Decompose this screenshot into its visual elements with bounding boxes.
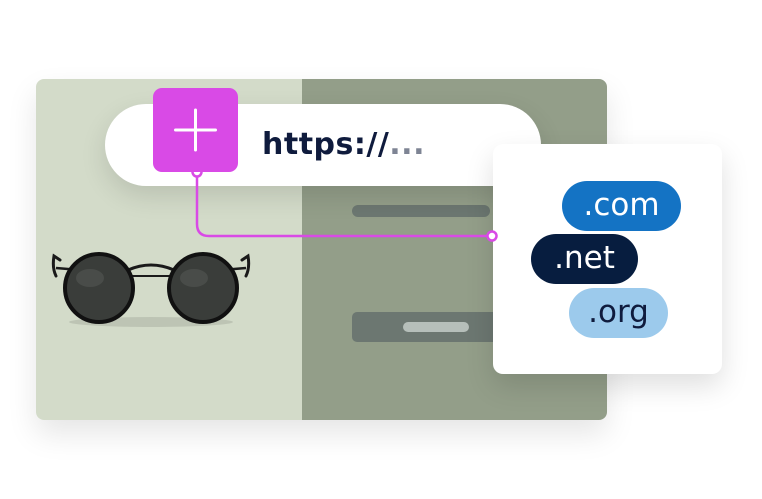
add-domain-button[interactable] bbox=[153, 88, 238, 172]
tld-option-org[interactable]: .org bbox=[569, 288, 668, 338]
url-ellipsis: ... bbox=[389, 127, 425, 162]
sunglasses-icon bbox=[51, 252, 251, 327]
url-text: https://... bbox=[262, 120, 425, 170]
plus-icon bbox=[174, 108, 217, 152]
placeholder-text-line bbox=[352, 205, 490, 217]
url-protocol: https:// bbox=[262, 127, 390, 162]
tld-option-net[interactable]: .net bbox=[531, 234, 638, 284]
tld-option-com[interactable]: .com bbox=[562, 181, 681, 231]
placeholder-button[interactable] bbox=[352, 312, 512, 342]
placeholder-button-label bbox=[403, 322, 469, 332]
